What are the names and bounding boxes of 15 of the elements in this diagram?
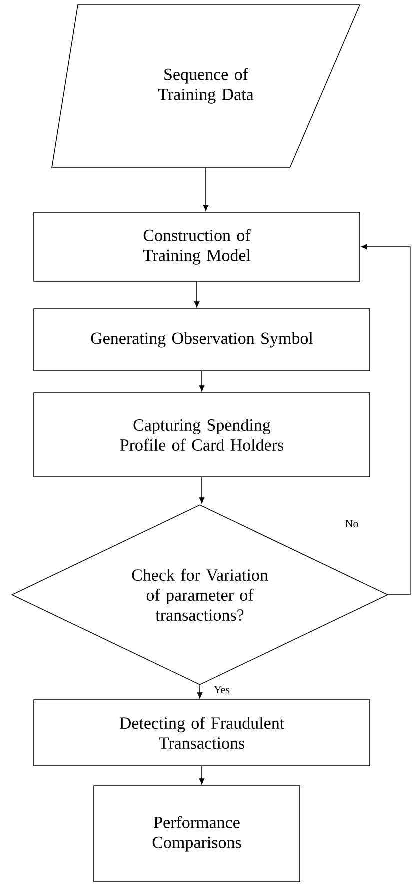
- arrow: [199, 371, 205, 392]
- process-box: Construction of Training Model: [34, 212, 360, 282]
- process-box: Capturing Spending Profile of Card Holders: [34, 392, 370, 478]
- process-box: Detecting of Fraudulent Transactions: [34, 700, 370, 766]
- process-box: Generating Observation Symbol: [34, 308, 370, 372]
- input-parallelogram: Sequence of Training Data: [52, 4, 361, 168]
- arrow: [197, 685, 203, 699]
- arrow: [361, 244, 411, 596]
- arrow: [199, 766, 205, 785]
- process-box: Performance Comparisons: [94, 786, 300, 882]
- arrow: [194, 282, 200, 308]
- edge-label: Yes: [213, 685, 231, 695]
- arrow: [199, 477, 205, 504]
- arrow: [203, 167, 209, 212]
- edge-label: No: [344, 519, 360, 529]
